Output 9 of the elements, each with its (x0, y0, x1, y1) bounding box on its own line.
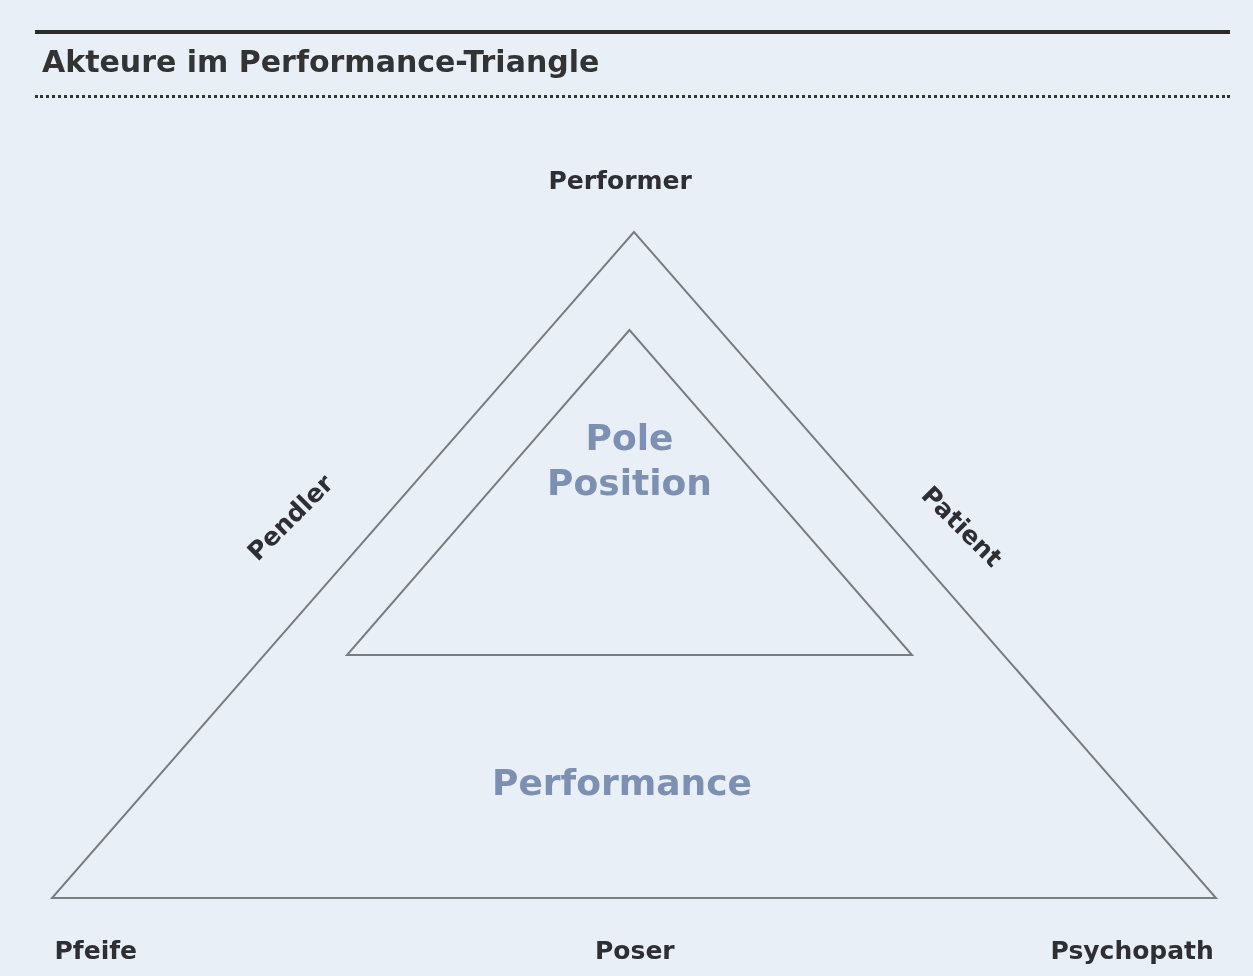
title: Akteure im Performance-Triangle (42, 44, 600, 79)
corner-label: Poser (595, 937, 675, 965)
triangle-label: Performance (491, 761, 753, 805)
triangle-shape (347, 330, 912, 655)
corner-label: Pfeife (54, 937, 138, 965)
corner-label: Psychopath (1050, 937, 1214, 965)
triangle-shape (52, 232, 1216, 898)
triangle-label: Pole Position (546, 416, 713, 505)
corner-label: Performer (548, 167, 692, 195)
